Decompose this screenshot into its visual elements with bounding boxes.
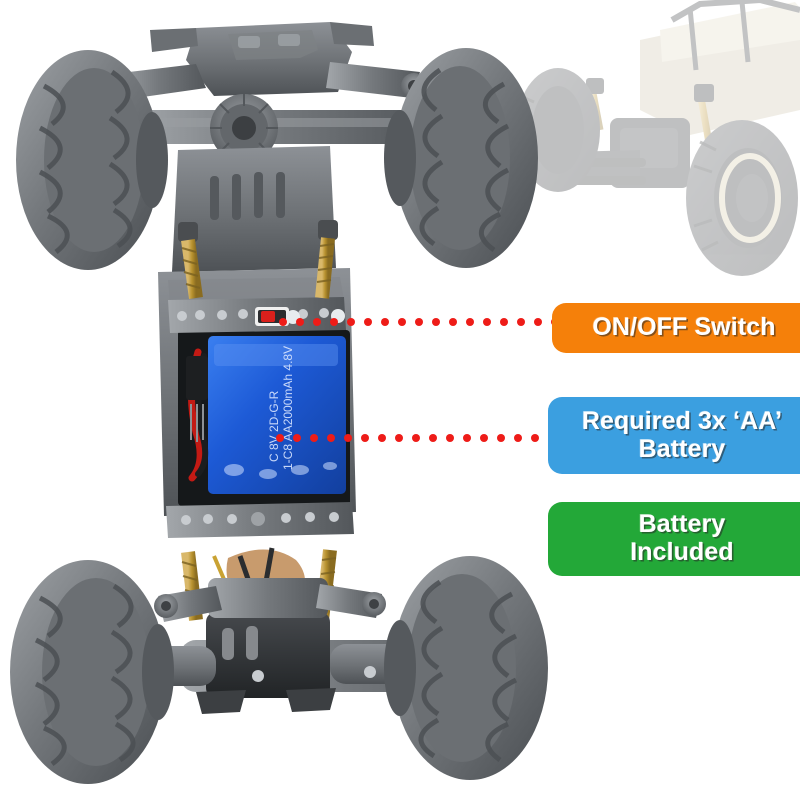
callout-required-battery[interactable]: Required 3x ‘AA’ Battery xyxy=(548,397,800,474)
leader-dot xyxy=(497,433,505,442)
wheel-front-left xyxy=(10,560,174,784)
wheel-front-right xyxy=(384,556,548,780)
leader-dot xyxy=(364,317,372,326)
leader-dot xyxy=(296,317,304,326)
leader-dot xyxy=(395,433,403,442)
callout-onoff-switch[interactable]: ON/OFF Switch xyxy=(552,303,800,353)
leader-dot xyxy=(313,317,321,326)
leader-line-battery xyxy=(276,433,556,442)
leader-dot xyxy=(429,433,437,442)
leader-dot xyxy=(293,433,301,442)
callout-battery-included-line1: Battery xyxy=(638,510,726,538)
wheel-rear-right xyxy=(384,48,538,268)
leader-dot xyxy=(327,433,335,442)
svg-text:C 8V 2D-G-R: C 8V 2D-G-R xyxy=(267,390,281,462)
leader-dot xyxy=(330,317,338,326)
callout-required-battery-line1: Required 3x ‘AA’ xyxy=(581,406,783,435)
callout-battery-included-line2: Included xyxy=(630,538,734,566)
leader-dot xyxy=(415,317,423,326)
leader-dot xyxy=(381,317,389,326)
svg-text:1-C8 AA2000mAh 4.8V: 1-C8 AA2000mAh 4.8V xyxy=(281,346,295,470)
callout-required-battery-line2: Battery xyxy=(638,434,726,463)
leader-dot xyxy=(378,433,386,442)
callout-onoff-label: ON/OFF Switch xyxy=(592,313,776,341)
leader-dot xyxy=(514,433,522,442)
leader-dot xyxy=(500,317,508,326)
leader-dot xyxy=(463,433,471,442)
inset-buggy xyxy=(515,0,800,276)
leader-dot xyxy=(480,433,488,442)
battery-pack xyxy=(208,336,346,494)
leader-dot xyxy=(276,433,284,442)
leader-dot xyxy=(310,433,318,442)
leader-dot xyxy=(361,433,369,442)
leader-dot xyxy=(517,317,525,326)
callout-battery-included[interactable]: Battery Included xyxy=(548,502,800,576)
leader-dot xyxy=(344,433,352,442)
leader-dot xyxy=(531,433,539,442)
leader-dot xyxy=(279,317,287,326)
wheel-rear-left xyxy=(16,50,168,270)
on-off-switch-toggle xyxy=(261,311,275,322)
leader-dot xyxy=(412,433,420,442)
leader-dot xyxy=(432,317,440,326)
leader-dot xyxy=(466,317,474,326)
leader-dot xyxy=(446,433,454,442)
rear-springs xyxy=(178,220,338,299)
leader-dot xyxy=(534,317,542,326)
leader-dot xyxy=(347,317,355,326)
leader-dot xyxy=(398,317,406,326)
leader-line-onoff xyxy=(279,317,576,326)
chassis-assembly: C 8V 2D-G-R 1-C8 AA2000mAh 4.8V xyxy=(105,22,512,714)
leader-dot xyxy=(449,317,457,326)
leader-dot xyxy=(483,317,491,326)
